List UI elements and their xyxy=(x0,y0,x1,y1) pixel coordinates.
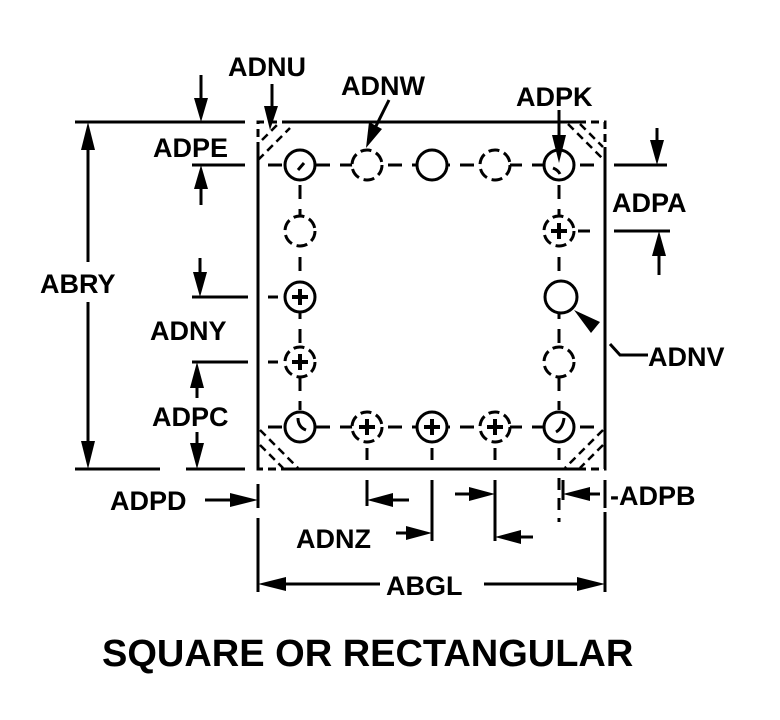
dimension-adpa: ADPA xyxy=(612,128,687,275)
arrow-down-icon xyxy=(190,443,204,469)
arrow-up-icon xyxy=(81,122,95,150)
label-adny: ADNY xyxy=(150,316,227,346)
dimension-adnw: ADNW xyxy=(341,71,425,148)
dimension-adnv: ADNV xyxy=(574,310,725,372)
hole-top-2 xyxy=(350,148,384,182)
label-adnv: ADNV xyxy=(648,342,725,372)
arrow-left-icon xyxy=(563,487,590,501)
hole-right-3 xyxy=(542,345,576,379)
arrow-up-icon xyxy=(652,231,666,256)
label-adnw: ADNW xyxy=(341,71,425,101)
arrow-up-icon xyxy=(190,362,204,388)
arrow-down-icon xyxy=(366,122,382,148)
arrow-down-icon xyxy=(194,98,208,122)
arrow-right-icon xyxy=(230,493,258,507)
hole-left-3 xyxy=(283,345,317,379)
dimension-adpd: ADPD xyxy=(110,484,260,516)
arrow-down-icon xyxy=(650,140,664,165)
arrow-up-icon xyxy=(194,165,208,189)
arrow-down-icon xyxy=(81,441,95,469)
dimension-abgl: ABGL xyxy=(256,512,607,601)
label-adnz: ADNZ xyxy=(296,524,371,554)
label-adpk: ADPK xyxy=(516,82,593,112)
arrow-down-icon xyxy=(264,106,278,130)
arrow-down-icon xyxy=(552,135,566,163)
arrow-up-left-icon xyxy=(574,310,600,333)
hole-bottom-2 xyxy=(350,410,384,444)
arrow-down-icon xyxy=(193,272,207,297)
label-adpe: ADPE xyxy=(153,133,228,163)
corner-chamfer-top-left xyxy=(256,120,291,161)
corner-chamfer-top-right xyxy=(567,120,607,160)
hole-bottom-1 xyxy=(283,410,317,444)
label-adpd: ADPD xyxy=(110,486,187,516)
arrow-left-icon xyxy=(258,577,286,591)
hole-right-2 xyxy=(543,279,579,315)
dimension-adpe: ADPE xyxy=(153,75,245,205)
label-adpc: ADPC xyxy=(152,402,229,432)
dimension-adpk: ADPK xyxy=(516,82,593,163)
dimension-adnu: ADNU xyxy=(228,52,306,130)
hole-top-4 xyxy=(478,148,512,182)
hole-left-2 xyxy=(283,280,317,314)
dimension-adny: ADNY xyxy=(150,258,248,364)
label-adpb: -ADPB xyxy=(610,481,696,511)
arrow-right-icon xyxy=(406,526,432,540)
label-adnu: ADNU xyxy=(228,52,306,82)
dimension-adpb: -ADPB xyxy=(557,478,696,522)
label-adpa: ADPA xyxy=(612,188,687,218)
hole-top-3 xyxy=(415,148,449,182)
corner-chamfer-bottom-right xyxy=(564,429,607,471)
corner-chamfer-bottom-left xyxy=(256,429,299,471)
hole-bottom-4 xyxy=(478,410,512,444)
arrow-right-icon xyxy=(577,577,605,591)
arrow-left-icon xyxy=(495,530,521,544)
hole-bottom-5 xyxy=(542,410,576,444)
diagram-title: SQUARE OR RECTANGULAR xyxy=(102,633,633,675)
dimension-adpc: ADPC xyxy=(152,362,245,471)
dimension-adnz: ADNZ xyxy=(296,480,533,554)
arrow-right-icon xyxy=(469,487,495,501)
hole-top-1 xyxy=(283,148,317,182)
hole-left-1 xyxy=(283,214,317,248)
hole-bottom-3 xyxy=(415,410,449,444)
hole-top-5 xyxy=(542,148,576,182)
flange-outline xyxy=(256,120,607,471)
label-abgl: ABGL xyxy=(386,571,463,601)
hole-right-1 xyxy=(542,214,576,248)
label-abry: ABRY xyxy=(40,269,116,299)
arrow-left-icon xyxy=(367,493,393,507)
